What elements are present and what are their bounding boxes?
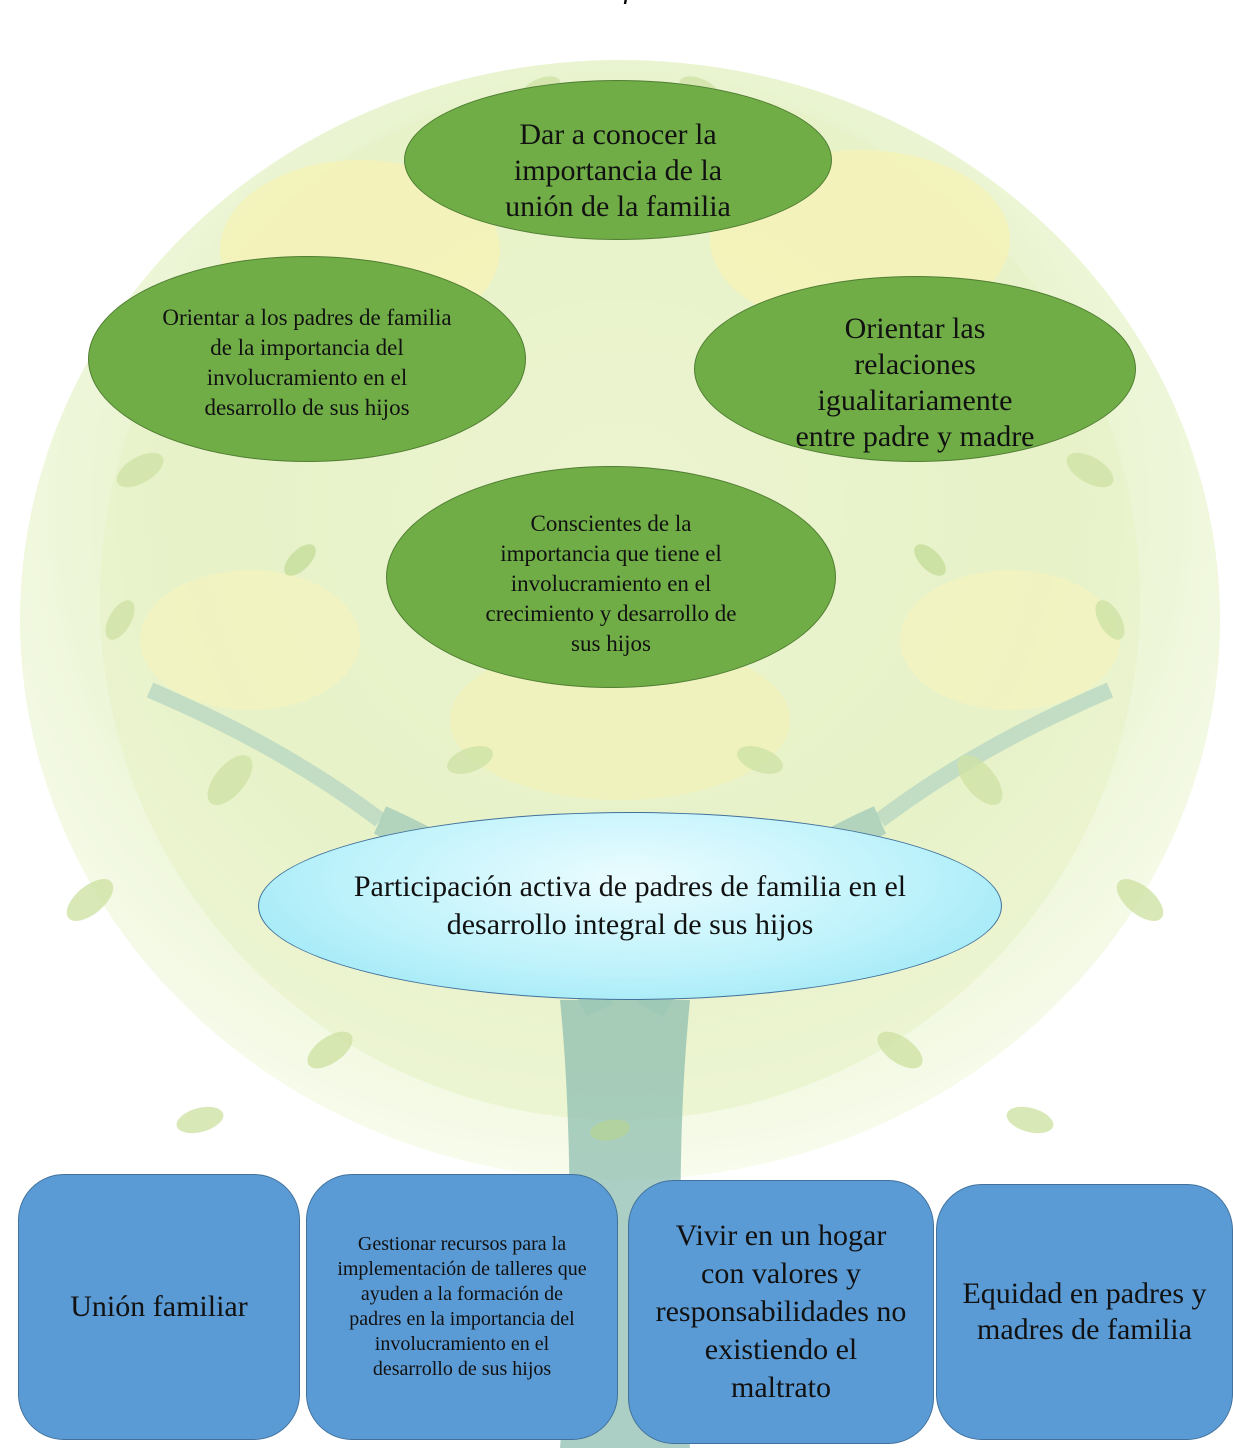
- objective-center-text: Conscientes de la importancia que tiene …: [485, 511, 737, 656]
- means-text-3: Vivir en un hogar con valores y responsa…: [655, 1219, 907, 1404]
- objective-top-text: Dar a conocer la importancia de la unión…: [505, 118, 731, 223]
- partial-title-fragment: j: [596, 0, 656, 4]
- means-text-1: Unión familiar: [70, 1290, 248, 1323]
- main-goal-text: Participación activa de padres de famili…: [353, 870, 907, 941]
- objective-oval-top: Dar a conocer la importancia de la unión…: [404, 80, 832, 240]
- means-box-4: Equidad en padres y madres de familia: [936, 1184, 1233, 1440]
- means-box-1: Unión familiar: [18, 1174, 300, 1440]
- means-box-2: Gestionar recursos para la implementació…: [306, 1174, 618, 1440]
- means-text-2: Gestionar recursos para la implementació…: [337, 1233, 587, 1380]
- objective-oval-center: Conscientes de la importancia que tiene …: [386, 466, 836, 688]
- means-text-4: Equidad en padres y madres de familia: [962, 1277, 1207, 1346]
- objective-oval-right: Orientar las relaciones igualitariamente…: [694, 276, 1136, 462]
- objective-right-text: Orientar las relaciones igualitariamente…: [795, 312, 1035, 453]
- objective-left-text: Orientar a los padres de familia de la i…: [162, 305, 452, 420]
- means-box-3: Vivir en un hogar con valores y responsa…: [628, 1180, 934, 1444]
- main-goal-oval: Participación activa de padres de famili…: [258, 812, 1002, 1000]
- objective-oval-left: Orientar a los padres de familia de la i…: [88, 256, 526, 462]
